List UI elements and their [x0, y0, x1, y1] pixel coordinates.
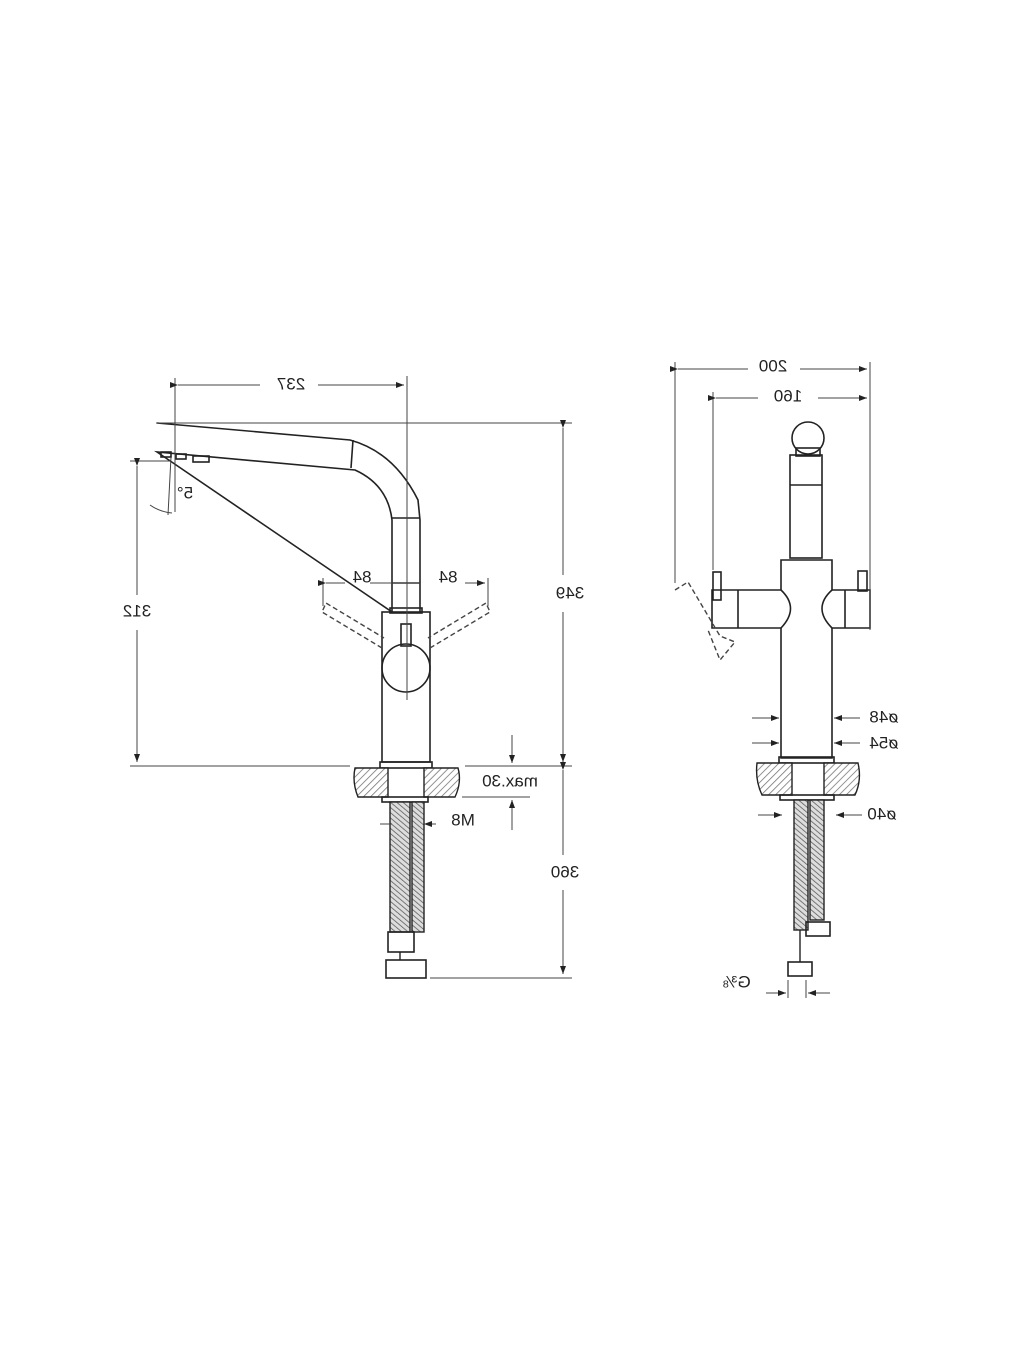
- dim-width-total: 200: [759, 356, 787, 375]
- dim-total-height: 349: [556, 583, 584, 602]
- dim-spout-reach: 237: [277, 374, 305, 393]
- front-view: 200 160 ø48 ø54 ø40 G⅜: [670, 356, 899, 998]
- dim-lever-left: 84: [353, 567, 372, 586]
- dim-width-inner: 160: [774, 386, 802, 405]
- dim-connection: G⅜: [722, 972, 750, 991]
- dim-dia-40: ø40: [867, 804, 896, 823]
- dim-lever-right: 84: [439, 567, 458, 586]
- dim-dia-54: ø54: [869, 733, 898, 752]
- side-view: 237 349 312 5° 84 84 max.30 M8 360: [123, 374, 584, 979]
- dim-outlet-height: 312: [123, 601, 151, 620]
- dim-angle: 5°: [177, 483, 193, 502]
- dim-thread: M8: [451, 810, 475, 829]
- dim-hose-length: 360: [551, 862, 579, 881]
- dim-dia-48: ø48: [869, 707, 898, 726]
- dim-max-counter: max.30: [482, 771, 538, 790]
